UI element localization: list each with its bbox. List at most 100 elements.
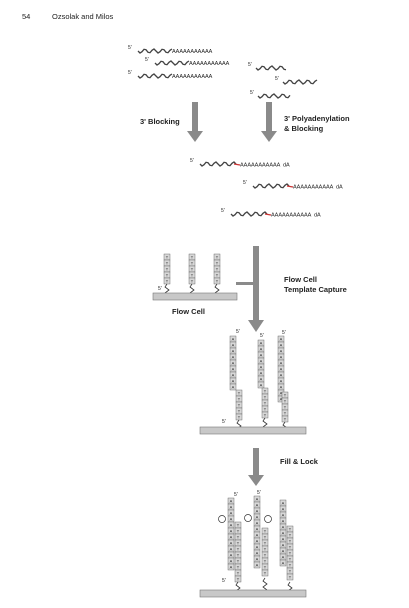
oligo-column-oligo-1-letter: T xyxy=(166,261,169,266)
locked-oligo-1-letter: T xyxy=(237,541,240,546)
locked-rna-1-letter: A xyxy=(230,529,233,534)
locked-oligo-3-letter: T xyxy=(289,563,292,568)
locked-oligo-1-letter: T xyxy=(237,547,240,552)
locked-rna-3-letter: A xyxy=(282,501,285,506)
captured-oligo-3-letter: T xyxy=(284,405,287,410)
blocked-rna-1-dA: dA xyxy=(283,163,290,169)
captured-oligo-2-letter: T xyxy=(264,389,267,394)
locked-5prime-1: 5' xyxy=(234,492,238,498)
page-number: 54 xyxy=(22,12,31,21)
locked-linker-2 xyxy=(262,577,268,591)
rna-left-3-5prime: 5' xyxy=(128,70,132,76)
locked-oligo-1-letter: T xyxy=(237,529,240,534)
locked-rna-3-letter: A xyxy=(282,519,285,524)
locked-oligo-3-letter: T xyxy=(289,545,292,550)
arrow-blocking-right-shaft xyxy=(266,102,272,132)
arrow-fill-lock-head xyxy=(248,475,264,486)
locked-oligo-1-letter: T xyxy=(237,559,240,564)
captured-rna-2-letter: A xyxy=(260,377,263,382)
locked-oligo-5prime: 5' xyxy=(222,578,226,584)
locked-rna-1-cell xyxy=(227,563,235,571)
captured-rna-3-letter: A xyxy=(280,379,283,384)
oligo-linker-oligo-3 xyxy=(214,283,220,294)
locked-oligo-1-letter: T xyxy=(237,565,240,570)
label-capture-2: Template Capture xyxy=(284,285,347,294)
captured-oligo-5prime: 5' xyxy=(222,419,226,425)
rna-left-1-5prime: 5' xyxy=(128,45,132,51)
label-capture-1: Flow Cell xyxy=(284,275,317,284)
blocked-rna-1-strand xyxy=(199,161,237,167)
blocking-nucleotide-blocker-3 xyxy=(264,515,272,523)
captured-rna-1-letter: A xyxy=(232,337,235,342)
locked-rna-3-letter: A xyxy=(282,561,285,566)
flow-cell-locked xyxy=(199,589,307,598)
blocked-rna-2-5prime: 5' xyxy=(243,180,247,186)
locked-oligo-3-letter: T xyxy=(289,539,292,544)
locked-rna-1-letter: A xyxy=(230,499,233,504)
oligo-column-oligo-1-letter: T xyxy=(166,255,169,260)
locked-oligo-1-letter: T xyxy=(237,523,240,528)
locked-rna-1-letter: A xyxy=(230,535,233,540)
locked-rna-2-letter: A xyxy=(256,539,259,544)
locked-oligo-2-letter: T xyxy=(264,559,267,564)
locked-oligo-2-letter: T xyxy=(264,541,267,546)
captured-rna-3-letter: A xyxy=(280,337,283,342)
rna-right-1-5prime: 5' xyxy=(248,62,252,68)
blocked-rna-2-strand xyxy=(252,183,290,189)
locked-rna-2-letter: A xyxy=(256,533,259,538)
locked-rna-3-letter: A xyxy=(282,513,285,518)
captured-rna-1-letter: A xyxy=(232,367,235,372)
locked-rna-1-letter: A xyxy=(230,541,233,546)
locked-oligo-3-letter: T xyxy=(289,533,292,538)
locked-rna-2-letter: A xyxy=(256,557,259,562)
oligo-column-oligo-2-letter: T xyxy=(191,261,194,266)
locked-rna-2-letter: A xyxy=(256,503,259,508)
locked-oligo-3-letter: T xyxy=(289,557,292,562)
oligo-column-oligo-2-letter: T xyxy=(191,255,194,260)
arrow-capture-head xyxy=(248,320,264,332)
locked-rna-1-letter: A xyxy=(230,553,233,558)
locked-rna-1-letter: A xyxy=(230,547,233,552)
oligo-linker-oligo-1 xyxy=(164,283,170,294)
rna-right-3-5prime: 5' xyxy=(250,90,254,96)
locked-rna-2-cell xyxy=(253,561,261,569)
rna-left-2-strand xyxy=(154,60,190,66)
captured-5prime-2: 5' xyxy=(260,333,264,339)
captured-rna-3-letter: A xyxy=(280,391,283,396)
captured-oligo-2-letter: T xyxy=(264,401,267,406)
rna-left-3-polyA: AAAAAAAAAAA xyxy=(172,74,213,80)
blocked-rna-3-strand xyxy=(230,211,268,217)
captured-oligo-1-letter: T xyxy=(238,391,241,396)
locked-rna-3-letter: A xyxy=(282,555,285,560)
locked-rna-3: AAAAAAAAAAA xyxy=(279,499,287,567)
captured-rna-3-letter: A xyxy=(280,397,283,402)
captured-oligo-1-letter: T xyxy=(238,415,241,420)
flow-cell-captured xyxy=(199,426,307,435)
oligo-column-oligo-3-letter: T xyxy=(216,279,219,284)
captured-oligo-2-letter: T xyxy=(264,407,267,412)
captured-rna-3-letter: A xyxy=(280,343,283,348)
locked-rna-3-letter: A xyxy=(282,549,285,554)
rna-right-2-strand xyxy=(282,79,318,85)
oligo-column-oligo-3-letter: T xyxy=(216,261,219,266)
blocked-rna-3-tail xyxy=(264,213,272,216)
locked-oligo-2-letter: T xyxy=(264,535,267,540)
locked-oligo-1-letter: T xyxy=(237,577,240,582)
locked-oligo-1-letter: T xyxy=(237,571,240,576)
captured-rna-2-letter: A xyxy=(260,347,263,352)
oligo-column-oligo-3-letter: T xyxy=(216,255,219,260)
captured-rna-2-letter: A xyxy=(260,383,263,388)
captured-rna-1-letter: A xyxy=(232,355,235,360)
locked-oligo-3-letter: T xyxy=(289,575,292,580)
oligo-column-oligo-3-letter: T xyxy=(216,273,219,278)
rna-left-2-polyA: AAAAAAAAAAA xyxy=(189,61,230,67)
blocked-rna-2-dA: dA xyxy=(336,185,343,191)
arrow-blocking-left-head xyxy=(187,131,203,142)
locked-oligo-3-letter: T xyxy=(289,551,292,556)
locked-rna-1-letter: A xyxy=(230,559,233,564)
label-fill-lock: Fill & Lock xyxy=(280,457,319,466)
